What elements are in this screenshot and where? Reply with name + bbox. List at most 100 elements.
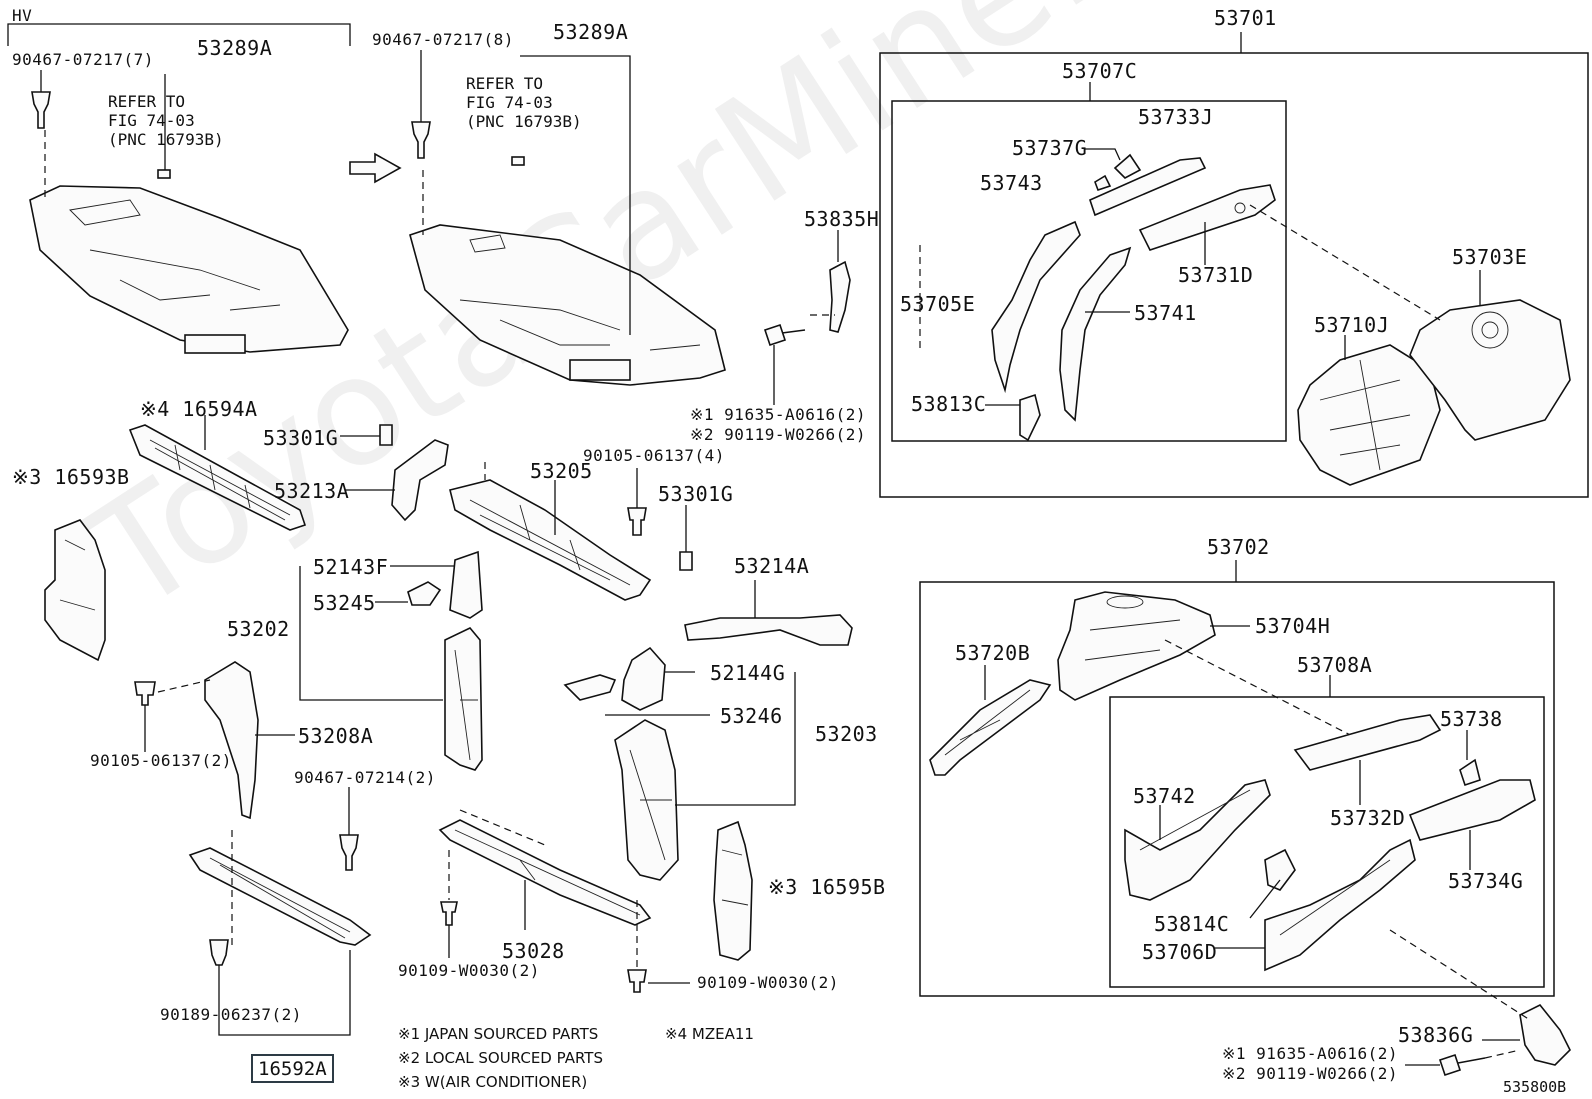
label-53702[interactable]: 53702 [1207,535,1270,559]
part-52144G [621,646,666,711]
ref-tag-1 [157,169,171,179]
part-53814C [1264,848,1296,891]
label-53202[interactable]: 53202 [227,617,290,641]
bolt-91635-bottom [1438,1053,1486,1077]
label-53733J[interactable]: 53733J [1138,105,1214,129]
label-90467-07217-8[interactable]: 90467-07217(8) [372,30,514,49]
part-53813C [1019,393,1041,442]
label-16594A[interactable]: ※4 16594A [140,397,258,421]
ref-tag-2 [511,156,525,166]
label-53213A[interactable]: 53213A [274,479,350,503]
label-53732D[interactable]: 53732D [1330,806,1406,830]
label-90109-W0030-a[interactable]: 90109-W0030(2) [398,961,540,980]
part-53301G-2 [679,551,693,571]
clip-90467-07217-8 [411,50,431,159]
clip-90467-07217-7 [31,70,51,129]
part-53743 [1094,174,1112,192]
label-90189-06237[interactable]: 90189-06237(2) [160,1005,302,1024]
arrow-icon [349,152,402,184]
label-52144G[interactable]: 52144G [710,661,786,685]
label-53814C[interactable]: 53814C [1154,912,1230,936]
label-90119-W0266-bottom[interactable]: ※2 90119-W0266(2) [1222,1064,1399,1083]
part-53246 [563,674,617,701]
label-53813C[interactable]: 53813C [911,392,987,416]
part-53245 [407,581,442,606]
legend-1: ※1 JAPAN SOURCED PARTS [398,1025,599,1043]
part-53733J [1089,157,1207,217]
box-53707C [891,100,1287,442]
label-53203[interactable]: 53203 [815,722,878,746]
label-90467-07214-2[interactable]: 90467-07214(2) [294,768,436,787]
label-52143F[interactable]: 52143F [313,555,389,579]
box-53702 [919,581,1555,997]
box-53701 [879,52,1589,498]
part-53705E [991,220,1081,394]
clip-90189-06237 [209,939,229,966]
label-53720B[interactable]: 53720B [955,641,1031,665]
label-90467-07217-7[interactable]: 90467-07217(7) [12,50,154,69]
label-53701[interactable]: 53701 [1214,6,1277,30]
label-53246[interactable]: 53246 [720,704,783,728]
part-53742 [1124,779,1271,901]
part-53737G [1113,153,1142,179]
part-53208A [204,661,259,820]
label-53703E[interactable]: 53703E [1452,245,1528,269]
label-53208A[interactable]: 53208A [298,724,374,748]
radiator-cover-std [409,170,726,386]
part-53301G-1 [379,424,393,446]
label-16595B[interactable]: ※3 16595B [768,875,886,899]
label-90105-06137-2[interactable]: 90105-06137(2) [90,751,232,770]
bolt-90109-W0030-b [627,969,647,993]
part-53205 [449,479,652,601]
label-53289A-1[interactable]: 53289A [197,36,273,60]
label-53738[interactable]: 53738 [1440,707,1503,731]
label-91635-A0616-bottom[interactable]: ※1 91635-A0616(2) [1222,1044,1399,1063]
refer-note-1: REFER TO FIG 74-03 (PNC 16793B) [108,92,224,149]
part-53835H [829,260,851,333]
label-53205[interactable]: 53205 [530,459,593,483]
label-53742[interactable]: 53742 [1133,784,1196,808]
bolt-90105-06137-2 [134,681,156,706]
label-53737G[interactable]: 53737G [1012,136,1088,160]
label-90109-W0030-b[interactable]: 90109-W0030(2) [697,973,839,992]
label-16593B[interactable]: ※3 16593B [12,465,130,489]
label-53705E[interactable]: 53705E [900,292,976,316]
part-53704H [1057,591,1216,701]
part-53731D [1138,184,1276,251]
label-53289A-2[interactable]: 53289A [553,20,629,44]
label-53214A[interactable]: 53214A [734,554,810,578]
diagram-id: 535800B [1503,1078,1567,1096]
label-53741[interactable]: 53741 [1134,301,1197,325]
label-53731D[interactable]: 53731D [1178,263,1254,287]
label-53743[interactable]: 53743 [980,171,1043,195]
legend-4: ※4 MZEA11 [665,1025,754,1043]
label-53028[interactable]: 53028 [502,939,565,963]
label-90105-06137-4[interactable]: 90105-06137(4) [583,446,725,465]
label-53245[interactable]: 53245 [313,591,376,615]
legend-2: ※2 LOCAL SOURCED PARTS [398,1049,603,1067]
label-53708A[interactable]: 53708A [1297,653,1373,677]
label-53301G-2[interactable]: 53301G [658,482,734,506]
bolt-90109-W0030-a [440,901,458,926]
box-53708A [1109,696,1545,988]
part-53720B [929,679,1052,776]
refer-note-2: REFER TO FIG 74-03 (PNC 16793B) [466,74,582,131]
label-53836G[interactable]: 53836G [1398,1023,1474,1047]
label-53704H[interactable]: 53704H [1255,614,1331,638]
label-90119-W0266-top[interactable]: ※2 90119-W0266(2) [690,425,867,444]
leader-53289A-2 [520,55,631,335]
part-53703E [1409,299,1571,441]
part-16594A [128,424,307,531]
label-53710J[interactable]: 53710J [1314,313,1390,337]
hv-bracket [7,23,351,46]
part-53734G [1408,779,1536,841]
part-53741 [1059,246,1132,422]
highlighted-part-16592A[interactable]: 16592A [251,1054,334,1083]
label-53835H[interactable]: 53835H [804,207,880,231]
label-53707C[interactable]: 53707C [1062,59,1138,83]
label-91635-A0616-top[interactable]: ※1 91635-A0616(2) [690,405,867,424]
label-53706D[interactable]: 53706D [1142,940,1218,964]
label-53301G-1[interactable]: 53301G [263,426,339,450]
label-53734G[interactable]: 53734G [1448,869,1524,893]
